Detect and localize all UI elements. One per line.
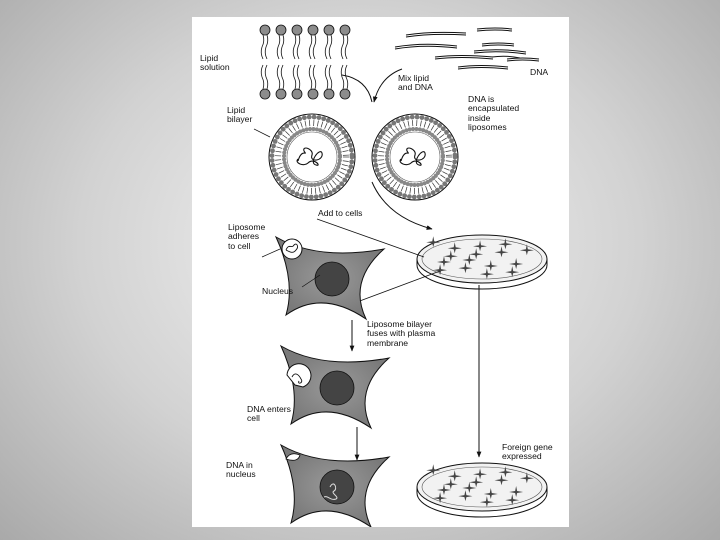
label-add-to-cells: Add to cells [318,208,363,218]
label-lipid-bilayer: Lipid bilayer [227,105,253,125]
dna-strands [394,27,540,70]
mix-arrows [341,68,403,103]
petri-dish-bottom [416,462,548,518]
zoom-line-lower [356,270,441,303]
label-nucleus: Nucleus [262,286,294,296]
cell-dna-in-nucleus [279,443,391,527]
leader-lipid-bilayer [253,128,271,138]
lipid-solution-bilayer [259,24,351,100]
label-lipid-solution: Lipid solution [200,53,230,73]
label-dna-encapsulated: DNA is encapsulated inside liposomes [468,94,520,133]
liposomes [268,113,459,201]
diagram-panel: Lipid solution Mix lipid and DNA DNA Lip… [192,17,569,527]
add-to-cells-arrow [371,181,433,230]
label-dna: DNA [530,67,549,77]
label-dna-in-nucleus: DNA in nucleus [226,460,256,480]
zoom-line-upper [316,218,425,258]
label-dna-enters: DNA enters cell [247,404,291,424]
cell-dna-enters [279,344,391,430]
cell-liposome-adheres [274,235,386,321]
leader-nucleus [301,274,321,288]
label-foreign-gene: Foreign gene expressed [502,442,553,462]
leader-liposome [261,248,281,258]
liposome-transfection-diagram [253,24,548,527]
label-mix-lipid-dna: Mix lipid and DNA [398,73,433,93]
label-liposome-adheres: Liposome adheres to cell [228,222,266,251]
label-liposome-fuses: Liposome bilayer fuses with plasma membr… [367,319,436,348]
petri-dish-top [416,234,548,290]
